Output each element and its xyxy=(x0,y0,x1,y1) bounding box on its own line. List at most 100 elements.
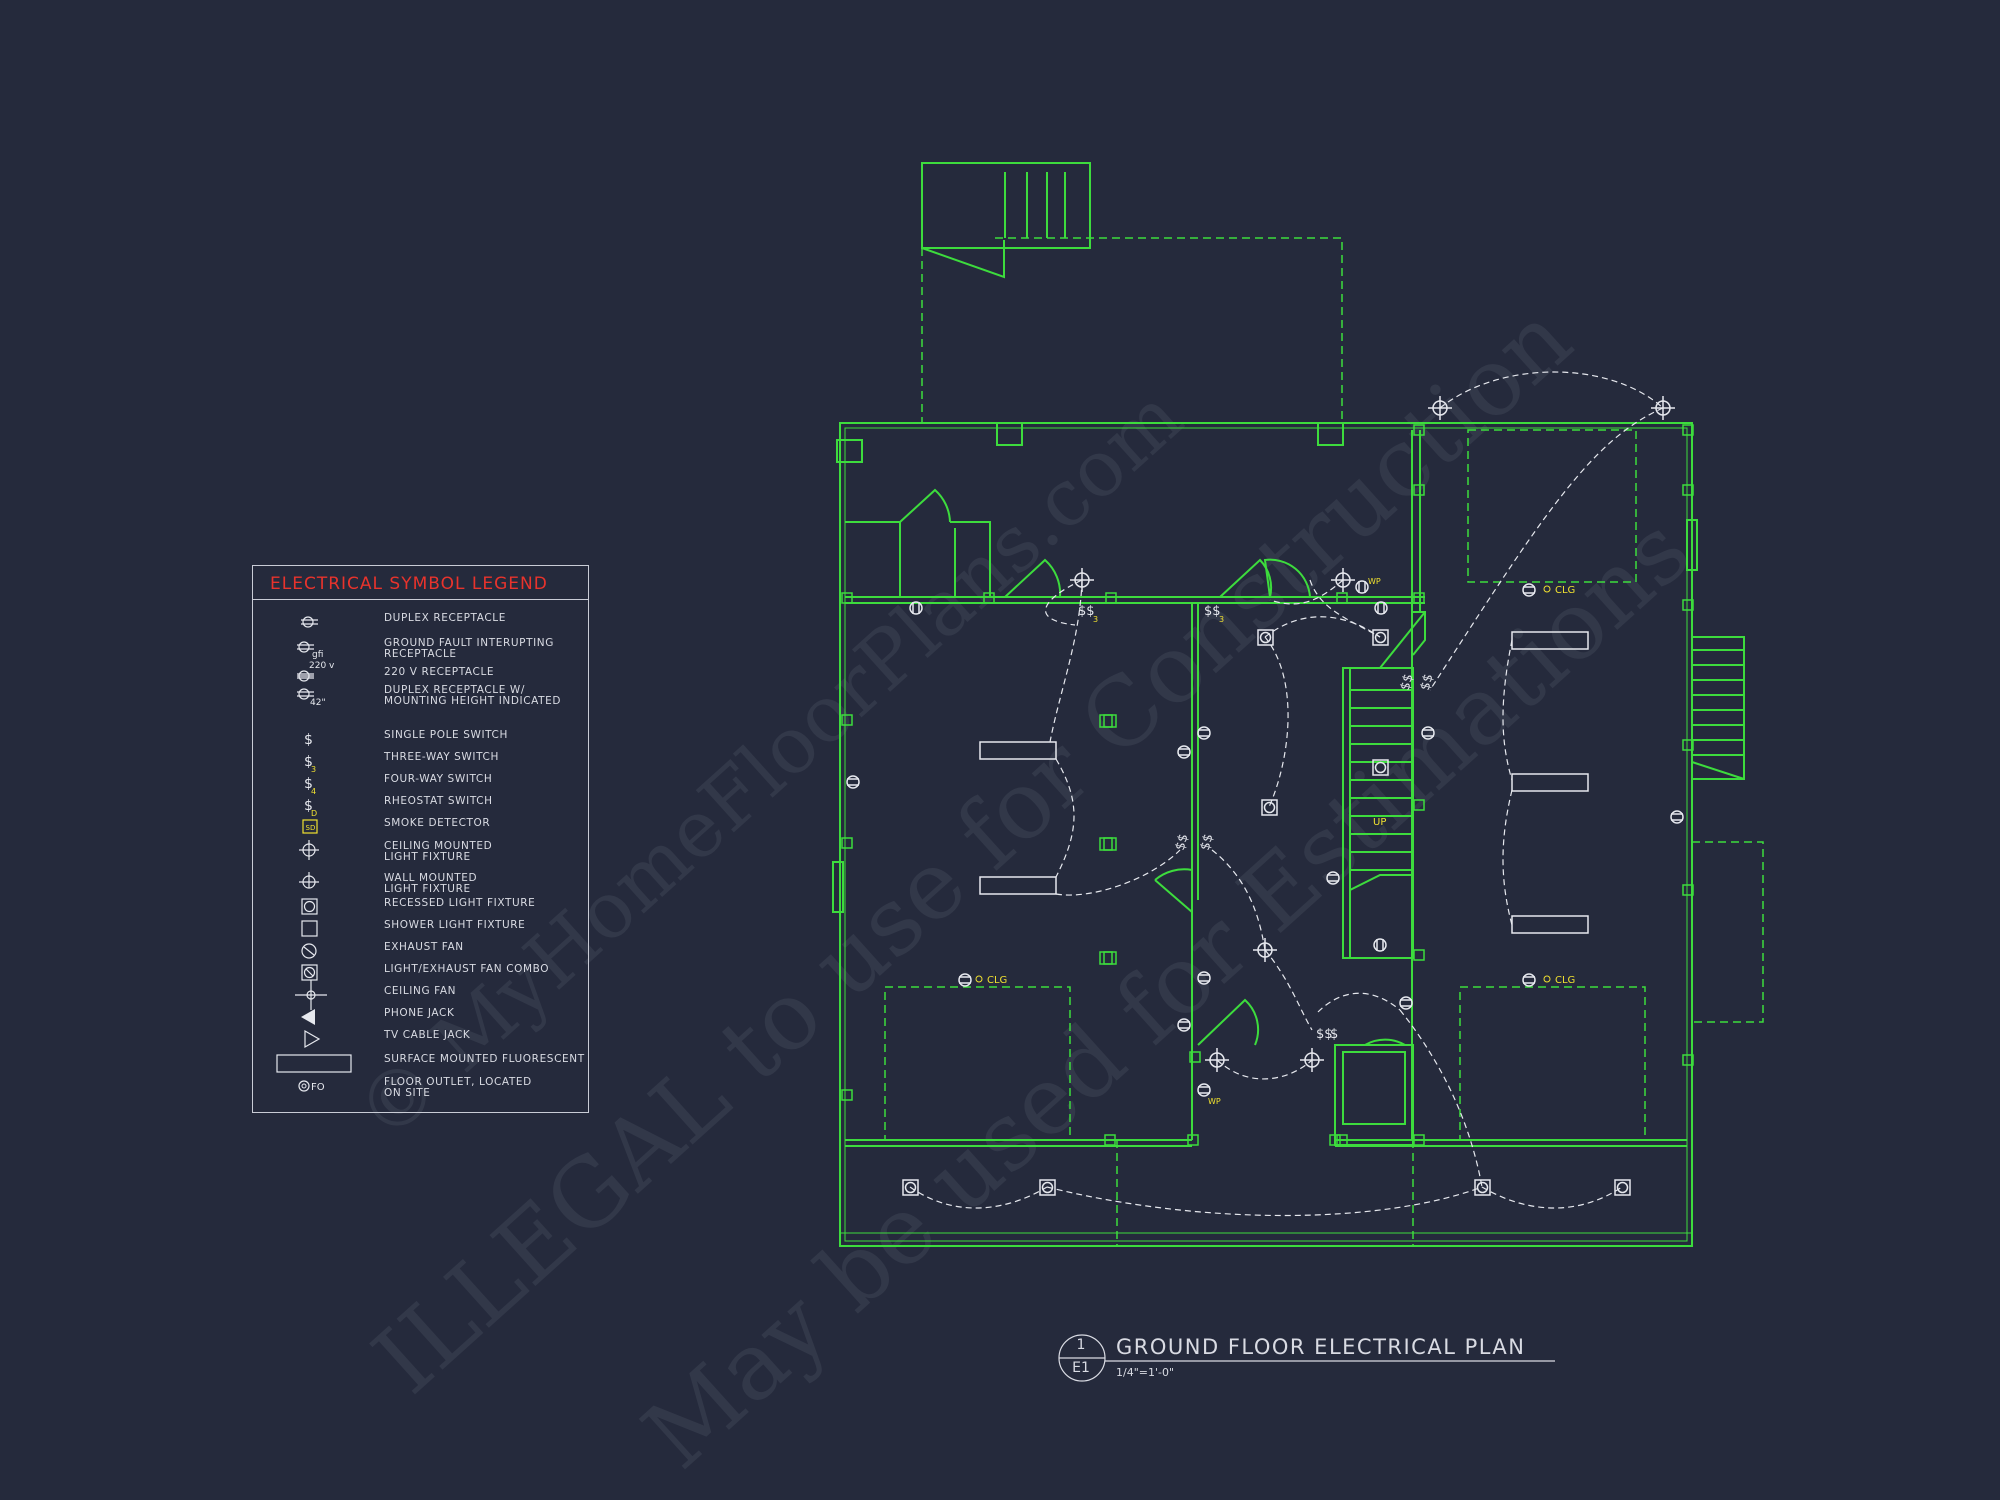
svg-text:FO: FO xyxy=(311,1082,325,1093)
ceiling-light-fixtures xyxy=(1070,396,1675,1072)
legend-item: $3 THREE-WAY SWITCH xyxy=(253,752,588,774)
legend-item-label: RHEOSTAT SWITCH xyxy=(384,795,493,807)
fluorescent-fixtures xyxy=(979,631,1589,934)
legend-item: TV CABLE JACK xyxy=(253,1029,588,1052)
wp-label: WP xyxy=(1368,577,1381,586)
legend-item: CEILING FAN xyxy=(253,978,588,1010)
smoke-detector-icon: SD xyxy=(275,812,355,842)
legend-item: SD SMOKE DETECTOR xyxy=(253,818,588,840)
switch-label: $$ xyxy=(1173,832,1192,852)
recessed-light-fixtures xyxy=(902,629,1631,1196)
exhaust-fan-icon xyxy=(275,936,355,966)
svg-text:220 v: 220 v xyxy=(309,661,335,671)
legend-item: WALL MOUNTED LIGHT FIXTURE xyxy=(253,872,588,895)
switch-label: 3 xyxy=(1093,615,1098,624)
legend-item: EXHAUST FAN xyxy=(253,942,588,964)
light-exhaust-combo-icon xyxy=(275,958,355,988)
legend-item-label: SHOWER LIGHT FIXTURE xyxy=(384,919,526,931)
legend-item-label: FOUR-WAY SWITCH xyxy=(384,773,493,785)
switch-label: $ xyxy=(1330,1027,1338,1042)
switch-label: $$ xyxy=(1316,1027,1333,1042)
duplex-receptacles xyxy=(846,580,1684,1097)
svg-text:42": 42" xyxy=(310,698,326,708)
svg-text:D: D xyxy=(311,809,317,818)
phone-jack-icon xyxy=(275,1002,355,1032)
switch-label: $$ xyxy=(1198,832,1217,852)
legend-item-label: SURFACE MOUNTED FLUORESCENT xyxy=(384,1053,585,1065)
height-receptacle-icon: 42" xyxy=(275,679,355,709)
floor-outlet-icon: FO xyxy=(275,1071,355,1101)
legend-item: gfi GROUND FAULT INTERUPTING RECEPTACLE xyxy=(253,638,588,660)
drawing-scale: 1/4"=1'-0" xyxy=(1116,1366,1175,1379)
plan-dashed-outlines xyxy=(840,237,1764,1247)
legend-item: FO FLOOR OUTLET, LOCATED ON SITE xyxy=(253,1077,588,1099)
drawing-title-block: 1 E1 GROUND FLOOR ELECTRICAL PLAN 1/4"=1… xyxy=(1058,1333,1558,1383)
legend-item: LIGHT/EXHAUST FAN COMBO xyxy=(253,964,588,986)
legend-title: ELECTRICAL SYMBOL LEGEND xyxy=(253,566,588,600)
legend-item: RECESSED LIGHT FIXTURE xyxy=(253,898,588,920)
rheostat-switch-icon: $D xyxy=(275,790,355,820)
svg-text:$: $ xyxy=(304,798,313,814)
clg-label: CLG xyxy=(1555,585,1575,596)
plan-annotations: $$ 3 $$ 3 $$ $ $$ $$ $$ $$ CLG CLG CLG W… xyxy=(987,577,1575,1106)
legend-item: SHOWER LIGHT FIXTURE xyxy=(253,920,588,942)
legend-item-label: PHONE JACK xyxy=(384,1007,455,1019)
svg-text:$: $ xyxy=(304,754,313,770)
clg-markers xyxy=(975,585,1551,983)
sheet-number: E1 xyxy=(1072,1360,1090,1376)
duplex-receptacle-icon xyxy=(275,607,355,637)
svg-text:gfi: gfi xyxy=(312,650,323,660)
wall-light-icon xyxy=(275,867,355,897)
single-pole-switch-icon: $ xyxy=(275,724,355,754)
plan-walls xyxy=(832,162,1745,1247)
legend-item-label: TV CABLE JACK xyxy=(384,1029,471,1041)
ceiling-light-icon xyxy=(275,835,355,865)
plan-circuit-wiring xyxy=(909,371,1664,1217)
legend-item-label: SMOKE DETECTOR xyxy=(384,817,491,829)
svg-text:SD: SD xyxy=(306,824,316,832)
legend-item-label: WALL MOUNTED LIGHT FIXTURE xyxy=(384,872,478,895)
legend-item: $D RHEOSTAT SWITCH xyxy=(253,796,588,818)
plan-electrical-fixtures xyxy=(846,396,1684,1196)
legend-item: PHONE JACK xyxy=(253,1008,588,1030)
legend-item-label: GROUND FAULT INTERUPTING RECEPTACLE xyxy=(384,637,554,660)
shower-light-icon xyxy=(275,914,355,944)
switch-label: 3 xyxy=(1219,615,1224,624)
svg-text:3: 3 xyxy=(311,765,316,774)
title-block-graphics xyxy=(1058,1334,1555,1382)
220v-receptacle-icon: 220 v xyxy=(275,661,355,691)
legend-item: DUPLEX RECEPTACLE xyxy=(253,613,588,635)
switch-label: $$ xyxy=(1078,604,1095,619)
drawing-number: 1 xyxy=(1076,1337,1086,1353)
up-label: UP xyxy=(1373,817,1386,828)
legend-item-label: FLOOR OUTLET, LOCATED ON SITE xyxy=(384,1076,532,1099)
svg-text:4: 4 xyxy=(311,787,316,796)
wp-label: WP xyxy=(1208,1097,1221,1106)
legend-item-label: EXHAUST FAN xyxy=(384,941,464,953)
legend-item-label: LIGHT/EXHAUST FAN COMBO xyxy=(384,963,550,975)
four-way-switch-icon: $4 xyxy=(275,768,355,798)
gfi-receptacle-icon: gfi xyxy=(275,632,355,662)
fluorescent-icon xyxy=(275,1048,355,1078)
legend-item-label: DUPLEX RECEPTACLE W/ MOUNTING HEIGHT IND… xyxy=(384,684,562,707)
legend-item-label: CEILING FAN xyxy=(384,985,457,997)
clg-label: CLG xyxy=(987,975,1007,986)
legend-item: SURFACE MOUNTED FLUORESCENT xyxy=(253,1054,588,1076)
legend-item: $4 FOUR-WAY SWITCH xyxy=(253,774,588,796)
svg-text:$: $ xyxy=(304,732,313,748)
legend-item-label: RECESSED LIGHT FIXTURE xyxy=(384,897,536,909)
svg-text:$: $ xyxy=(304,776,313,792)
three-way-switch-icon: $3 xyxy=(275,746,355,776)
legend-item: 42" DUPLEX RECEPTACLE W/ MOUNTING HEIGHT … xyxy=(253,684,588,708)
legend-item-label: THREE-WAY SWITCH xyxy=(384,751,499,763)
ceiling-fan-icon xyxy=(275,978,355,1010)
tv-cable-jack-icon xyxy=(275,1024,355,1054)
recessed-light-icon xyxy=(275,892,355,922)
legend-item-label: DUPLEX RECEPTACLE xyxy=(384,612,506,624)
switch-label: $$ xyxy=(1398,672,1417,692)
electrical-symbol-legend: ELECTRICAL SYMBOL LEGEND DUPLEX RECEPTAC… xyxy=(252,565,589,1113)
legend-item-label: CEILING MOUNTED LIGHT FIXTURE xyxy=(384,840,493,863)
switch-label: $$ xyxy=(1418,672,1437,692)
